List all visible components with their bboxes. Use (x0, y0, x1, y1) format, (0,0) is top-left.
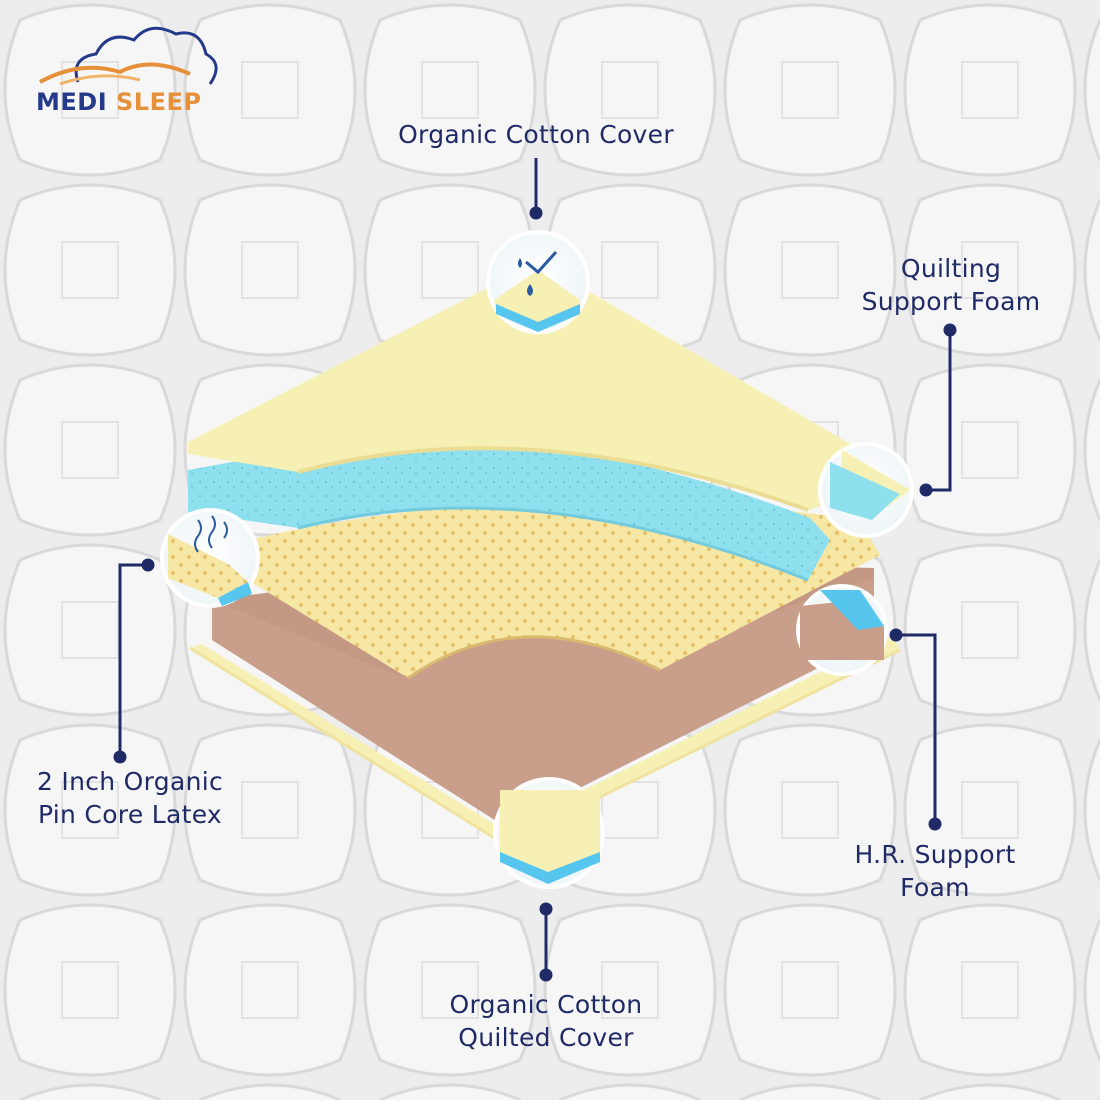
brand-word-sleep: SLEEP (116, 88, 202, 116)
quilted-cover-zoom-bubble (493, 777, 605, 889)
breathable-arrow-icon (525, 250, 558, 275)
brand-logo: MEDI SLEEP (36, 88, 201, 116)
label-quilting-support-foam: Quilting Support Foam (861, 254, 1041, 316)
hr-foam-zoom-bubble (796, 584, 888, 676)
callout-lines (113, 158, 957, 982)
brand-word-medi: MEDI (36, 88, 108, 116)
medi-sleep-logo-icon (39, 26, 218, 86)
latex-zoom-bubble (160, 508, 260, 608)
cover-zoom-bubble (486, 230, 590, 334)
airflow-icon (194, 515, 228, 553)
label-organic-cotton-cover: Organic Cotton Cover (398, 120, 674, 149)
label-pin-core-latex: 2 Inch Organic Pin Core Latex (36, 767, 224, 829)
quilting-foam-zoom-bubble (818, 442, 914, 538)
label-organic-cotton-quilted-cover: Organic Cotton Quilted Cover (449, 990, 643, 1052)
top-cover-layer (188, 262, 912, 510)
quilting-support-foam-layer (188, 439, 830, 580)
label-hr-support-foam: H.R. Support Foam (854, 840, 1016, 902)
water-drops-icon (518, 258, 533, 296)
